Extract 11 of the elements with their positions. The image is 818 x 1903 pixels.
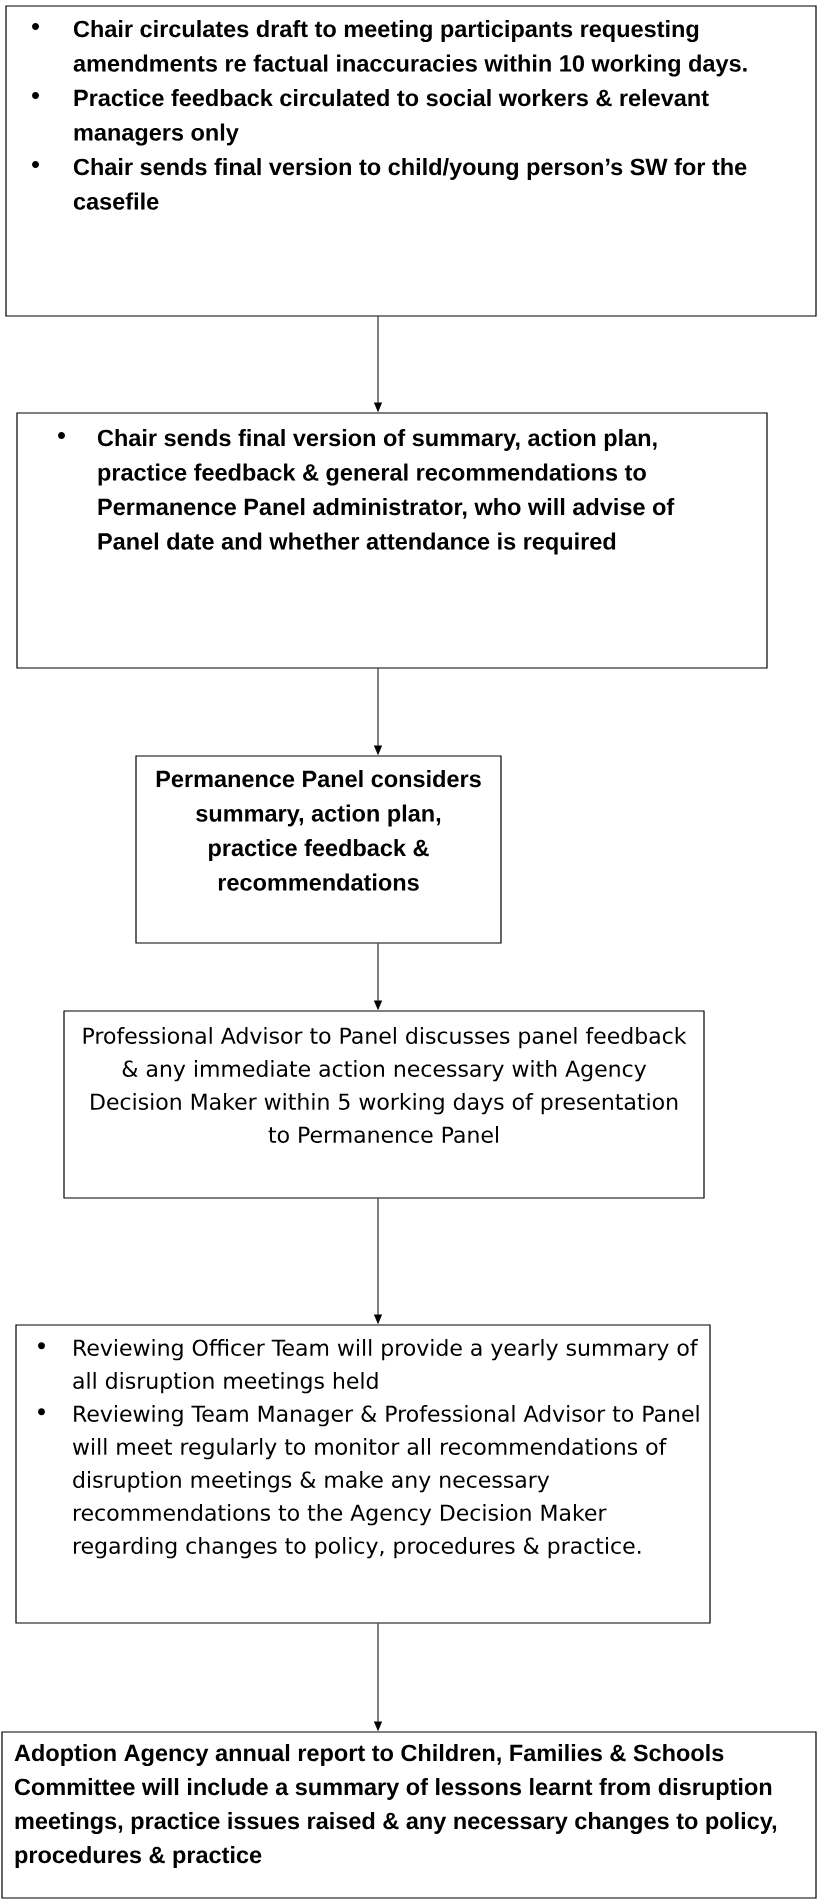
- process-box: Permanence Panel considers summary, action plan, practice feedback & recommendations: [135, 755, 502, 944]
- arrow: [374, 1623, 382, 1731]
- process-box: Reviewing Officer Team will provide a yearly summary of all disruption meetings held Reviewing Team Manager & Professional Advisor to Panel will meet regularly to monitor all recommendations of disruption meetings & make any necessary recommendations to the Agency Decision Maker regarding changes to policy, procedures & practice.: [15, 1324, 711, 1624]
- process-box: Adoption Agency annual report to Children, Families & Schools Committee will include a summary of lessons learnt from disruption meetings, practice issues raised & any necessary changes to policy, procedures & practice: [1, 1731, 817, 1899]
- arrow: [374, 943, 382, 1010]
- process-box: Chair circulates draft to meeting participants requesting amendments re factual inaccuracies within 10 working days. Practice feedback circulated to social workers & relevant managers only Chair sends final version to child/young person’s SW for the casefile: [5, 5, 817, 317]
- arrow: [374, 316, 382, 412]
- process-box: Professional Advisor to Panel discusses panel feedback & any immediate action necessary with Agency Decision Maker within 5 working days of presentation to Permanence Panel: [63, 1010, 705, 1199]
- arrow: [374, 668, 382, 755]
- arrow: [374, 1198, 382, 1324]
- process-box: Chair sends final version of summary, action plan, practice feedback & general recommendations to Permanence Panel administrator, who will advise of Panel date and whether attendance is required: [16, 412, 768, 669]
